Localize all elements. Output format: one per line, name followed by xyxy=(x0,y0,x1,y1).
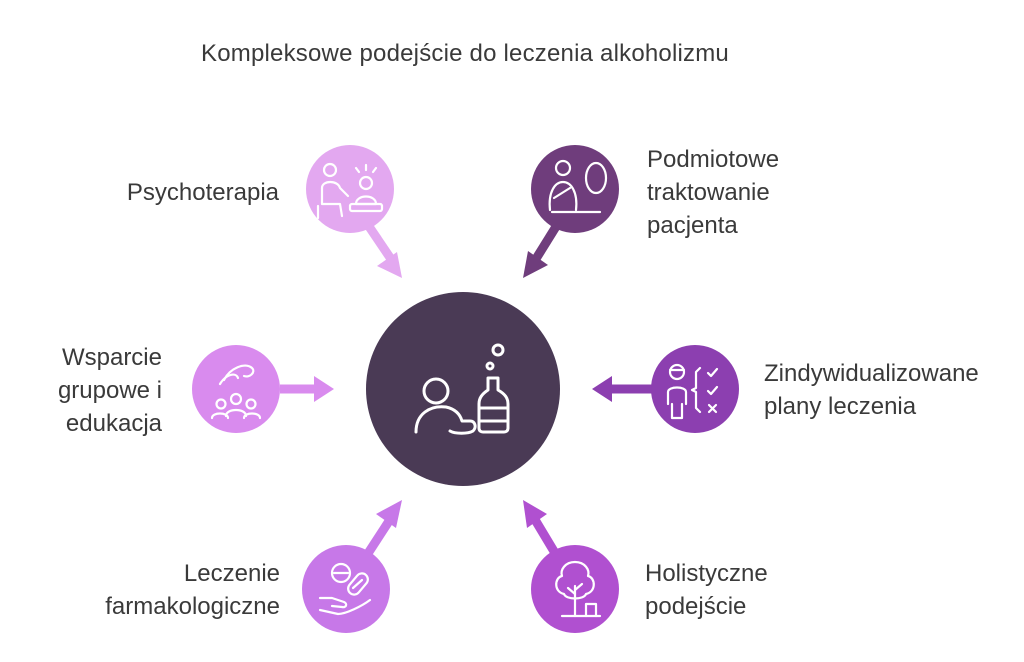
personal-checklist-icon xyxy=(666,363,719,420)
arrow-zindywidualizowane xyxy=(592,376,652,402)
label-wsparcie: Wsparcie grupowe i edukacja xyxy=(57,344,162,437)
arrow-holistyczne xyxy=(523,500,562,561)
label-zindywidualizowane: Zindywidualizowane plany leczenia xyxy=(764,360,979,420)
arrow-farmakologiczne xyxy=(361,500,402,561)
node-zindywidualizowane xyxy=(651,345,739,433)
center-node xyxy=(366,292,560,486)
label-holistyczne: Holistyczne podejście xyxy=(645,560,768,620)
label-psychoterapia: Psychoterapia xyxy=(126,179,279,206)
tree-icon xyxy=(555,560,602,618)
node-holistyczne xyxy=(531,545,619,633)
person-reflection-icon xyxy=(548,159,608,214)
arrow-psychoterapia xyxy=(364,222,402,278)
person-with-bottle-icon xyxy=(414,343,510,435)
node-wsparcie xyxy=(192,345,280,433)
label-podmiotowe: Podmiotowe traktowanie pacjenta xyxy=(647,146,780,239)
node-podmiotowe xyxy=(531,145,619,233)
group-support-icon xyxy=(210,364,262,420)
arrow-wsparcie xyxy=(280,376,334,402)
arrow-podmiotowe xyxy=(523,222,561,278)
label-farmakologiczne: Leczenie farmakologiczne xyxy=(105,560,280,620)
node-farmakologiczne xyxy=(302,545,390,633)
diagram-title: Kompleksowe podejście do leczenia alkoho… xyxy=(201,40,729,67)
therapy-session-icon xyxy=(316,162,384,220)
pills-in-hand-icon xyxy=(318,562,372,616)
node-psychoterapia xyxy=(306,145,394,233)
